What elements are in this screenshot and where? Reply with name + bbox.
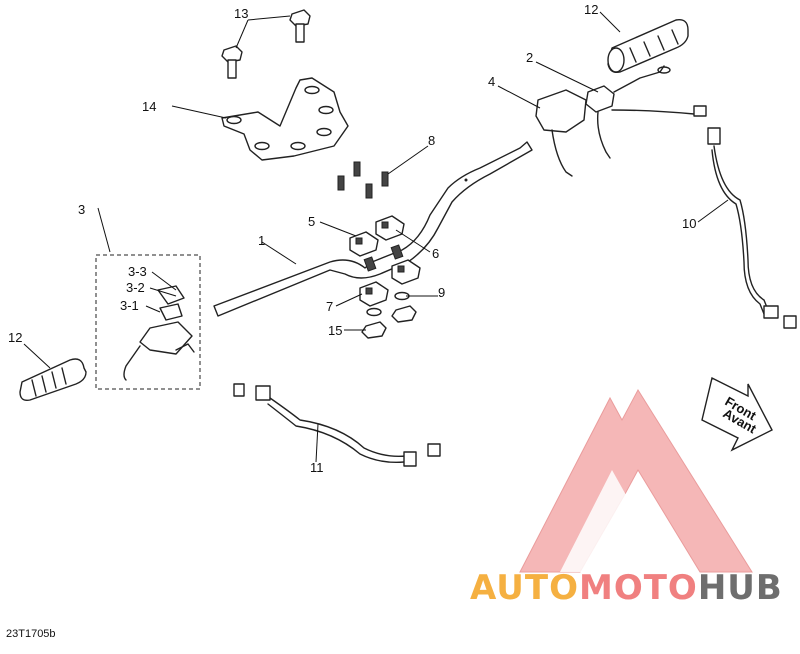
brand-part-moto: MOTO	[578, 568, 698, 608]
callout-3-1: 3-1	[120, 298, 139, 313]
callout-9: 9	[438, 285, 445, 300]
diagram-reference-code: 23T1705b	[6, 628, 56, 640]
upper-clamps	[349, 215, 405, 257]
callout-14: 14	[142, 99, 156, 114]
switch-housing	[535, 65, 695, 177]
callout-13: 13	[234, 6, 248, 21]
washers-nuts	[361, 291, 417, 339]
callout-10: 10	[682, 216, 696, 231]
watermark-logo	[519, 389, 753, 573]
brand-part-hub: HUB	[697, 568, 783, 608]
callout-6: 6	[432, 246, 439, 261]
cable-10	[693, 105, 797, 329]
right-grip	[607, 19, 689, 74]
callout-12-right: 12	[584, 2, 598, 17]
callout-8: 8	[428, 133, 435, 148]
callout-labels: 13 14 8 1 5 6 7 9 15 3 3-3 3-2 3-1 12 2 …	[8, 2, 696, 475]
callout-3: 3	[78, 202, 85, 217]
leader-lines	[23, 11, 729, 463]
callout-11: 11	[310, 460, 324, 475]
callout-15: 15	[328, 323, 342, 338]
lower-clamps	[359, 259, 421, 307]
brand-part-auto: AUTO	[470, 568, 579, 608]
stud-set-8	[337, 161, 389, 199]
handlebar-bracket	[221, 77, 349, 161]
watermark-brand-text: AUTOMOTOHUB	[470, 568, 783, 608]
assembly-3-box	[95, 254, 201, 390]
callout-5: 5	[308, 214, 315, 229]
left-grip	[19, 358, 87, 402]
cable-11	[233, 383, 441, 467]
front-direction-arrow: Front Avant	[701, 376, 773, 452]
callout-3-2: 3-2	[126, 280, 145, 295]
callout-4: 4	[488, 74, 495, 89]
callout-3-3: 3-3	[128, 264, 147, 279]
callout-7: 7	[326, 299, 333, 314]
brake-lever-assembly	[123, 285, 195, 381]
bolt-set-13	[221, 9, 311, 79]
handlebar	[213, 141, 533, 317]
callout-2: 2	[526, 50, 533, 65]
callout-1: 1	[258, 233, 265, 248]
callout-12-left: 12	[8, 330, 22, 345]
